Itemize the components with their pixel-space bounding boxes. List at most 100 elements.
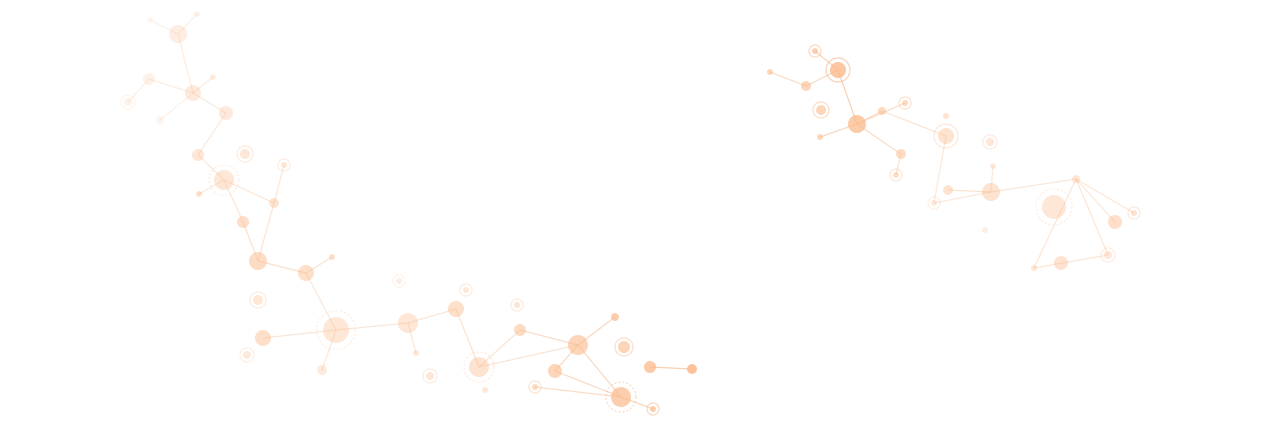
network-node-ring <box>812 101 830 119</box>
network-node <box>398 313 418 333</box>
network-edge <box>257 202 275 262</box>
network-node <box>240 149 250 159</box>
network-node <box>196 191 202 197</box>
network-node <box>982 227 988 233</box>
network-edge <box>1033 178 1077 269</box>
network-node-ring <box>528 380 542 394</box>
network-node-ring <box>825 57 851 83</box>
network-node-ring <box>510 298 524 312</box>
network-node-ring <box>120 94 136 110</box>
network-node-ring <box>392 274 406 288</box>
network-node <box>548 364 562 378</box>
network-node <box>514 302 520 308</box>
network-node <box>1031 265 1037 271</box>
network-node <box>817 134 823 140</box>
network-node-ring <box>459 283 473 297</box>
network-node-ring <box>236 145 254 163</box>
network-edge <box>159 92 194 121</box>
network-edge <box>881 110 947 137</box>
network-node-ring <box>422 368 438 384</box>
network-node <box>214 170 234 190</box>
network-edge <box>192 92 227 114</box>
network-node <box>323 317 349 343</box>
network-node <box>1042 195 1066 219</box>
network-node-ring <box>898 96 912 110</box>
network-node <box>194 11 200 17</box>
network-edge <box>478 344 579 368</box>
network-node <box>896 149 906 159</box>
network-edge <box>223 179 275 204</box>
network-node <box>463 287 469 293</box>
network-node <box>990 163 996 169</box>
network-node <box>611 387 631 407</box>
network-edge <box>197 112 227 156</box>
network-node <box>644 361 656 373</box>
network-node <box>618 341 630 353</box>
network-node <box>943 113 949 119</box>
network-edge <box>554 370 622 398</box>
network-node <box>893 172 899 178</box>
network-node <box>1104 251 1112 259</box>
network-node <box>878 107 886 115</box>
network-node <box>169 25 187 43</box>
network-node-ring <box>1035 188 1073 226</box>
network-edge <box>577 344 622 398</box>
network-edge <box>407 322 417 354</box>
network-node <box>986 138 994 146</box>
network-edge <box>273 164 285 204</box>
network-node <box>532 384 538 390</box>
network-edge <box>177 13 198 35</box>
network-node <box>801 81 811 91</box>
network-node-ring <box>605 381 637 413</box>
network-node <box>687 364 697 374</box>
network-node-ring <box>239 347 255 363</box>
network-edge <box>1075 178 1116 223</box>
network-node <box>298 265 314 281</box>
network-node <box>329 254 335 260</box>
network-edge <box>305 256 333 274</box>
network-node <box>219 106 233 120</box>
network-node-ring <box>889 168 903 182</box>
network-node <box>982 183 1000 201</box>
network-edge <box>769 71 807 87</box>
network-node <box>413 350 419 356</box>
network-edge <box>335 322 409 331</box>
network-node-ring <box>927 196 941 210</box>
network-node <box>426 372 434 380</box>
network-node <box>192 149 204 161</box>
network-node-ring <box>646 402 660 416</box>
network-node <box>124 98 132 106</box>
network-node-ring <box>1127 206 1141 220</box>
network-node-ring <box>933 123 959 149</box>
network-edge <box>990 178 1077 193</box>
network-edge <box>262 329 337 339</box>
network-edge <box>321 329 337 371</box>
network-node-ring <box>249 291 267 309</box>
network-node <box>448 301 464 317</box>
network-node <box>1054 256 1068 270</box>
network-edge <box>990 165 994 193</box>
network-node-ring <box>277 158 291 172</box>
network-edge <box>223 179 244 223</box>
network-node <box>902 100 908 106</box>
network-node <box>143 73 155 85</box>
network-node-ring <box>808 44 822 58</box>
network-node <box>514 324 526 336</box>
network-edge <box>1075 178 1109 256</box>
network-node-ring <box>315 309 357 351</box>
network-node <box>1131 210 1137 216</box>
network-node <box>938 128 954 144</box>
network-node <box>611 313 619 321</box>
network-node <box>317 365 327 375</box>
network-edge <box>947 189 992 193</box>
network-node <box>830 62 846 78</box>
network-edge <box>837 69 858 125</box>
network-node <box>237 216 249 228</box>
network-node <box>1108 215 1122 229</box>
network-node <box>249 252 267 270</box>
network-node <box>156 116 164 124</box>
network-edge <box>127 78 150 103</box>
network-node <box>1072 175 1080 183</box>
network-node-ring <box>614 337 634 357</box>
network-node-ring <box>982 134 998 150</box>
